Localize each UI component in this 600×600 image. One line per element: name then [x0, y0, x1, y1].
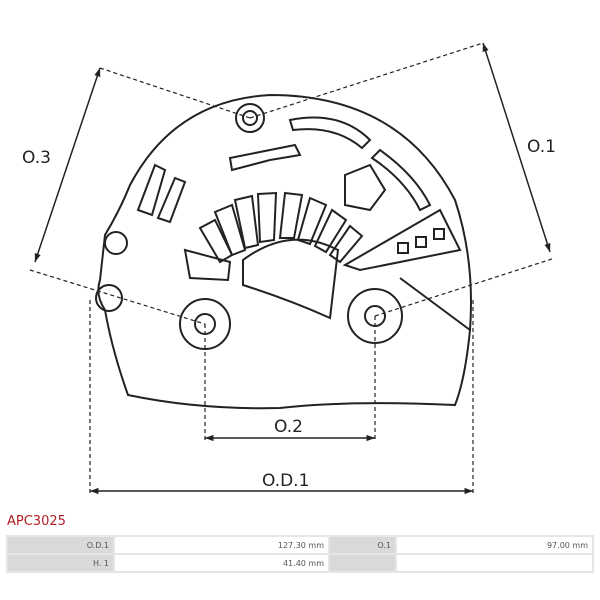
technical-drawing: O.3 O.1 O.2 O.D.1: [22, 42, 556, 495]
arrowhead: [94, 68, 101, 77]
product-code: APC3025: [7, 514, 66, 529]
dimension-label-od1: O.D.1: [262, 471, 309, 491]
arrowhead: [366, 434, 375, 442]
spec-value: 127.30 mm: [115, 537, 328, 553]
arrowhead: [90, 487, 99, 495]
extension-lines: [29, 42, 556, 495]
arrowhead: [482, 43, 489, 52]
dimension-label-o3: O.3: [22, 148, 51, 168]
spec-label: O.1: [330, 537, 395, 553]
spec-label: H. 1: [8, 555, 113, 571]
dimension-lines: [34, 42, 551, 492]
table-row: O.D.1 127.30 mm O.1 97.00 mm: [8, 537, 592, 553]
arrowhead: [544, 243, 551, 252]
spec-label: [330, 555, 395, 571]
table-row: H. 1 41.40 mm: [8, 555, 592, 571]
dimension-label-o2: O.2: [274, 417, 303, 437]
spec-value: 41.40 mm: [115, 555, 328, 571]
arrowhead: [34, 253, 41, 262]
spec-value: [397, 555, 592, 571]
arrowhead: [205, 434, 214, 442]
spec-value: 97.00 mm: [397, 537, 592, 553]
spec-label: O.D.1: [8, 537, 113, 553]
part-outline: [95, 93, 472, 410]
dimension-label-o1: O.1: [527, 137, 556, 157]
arrowhead: [464, 487, 473, 495]
specs-table: O.D.1 127.30 mm O.1 97.00 mm H. 1 41.40 …: [6, 535, 594, 573]
